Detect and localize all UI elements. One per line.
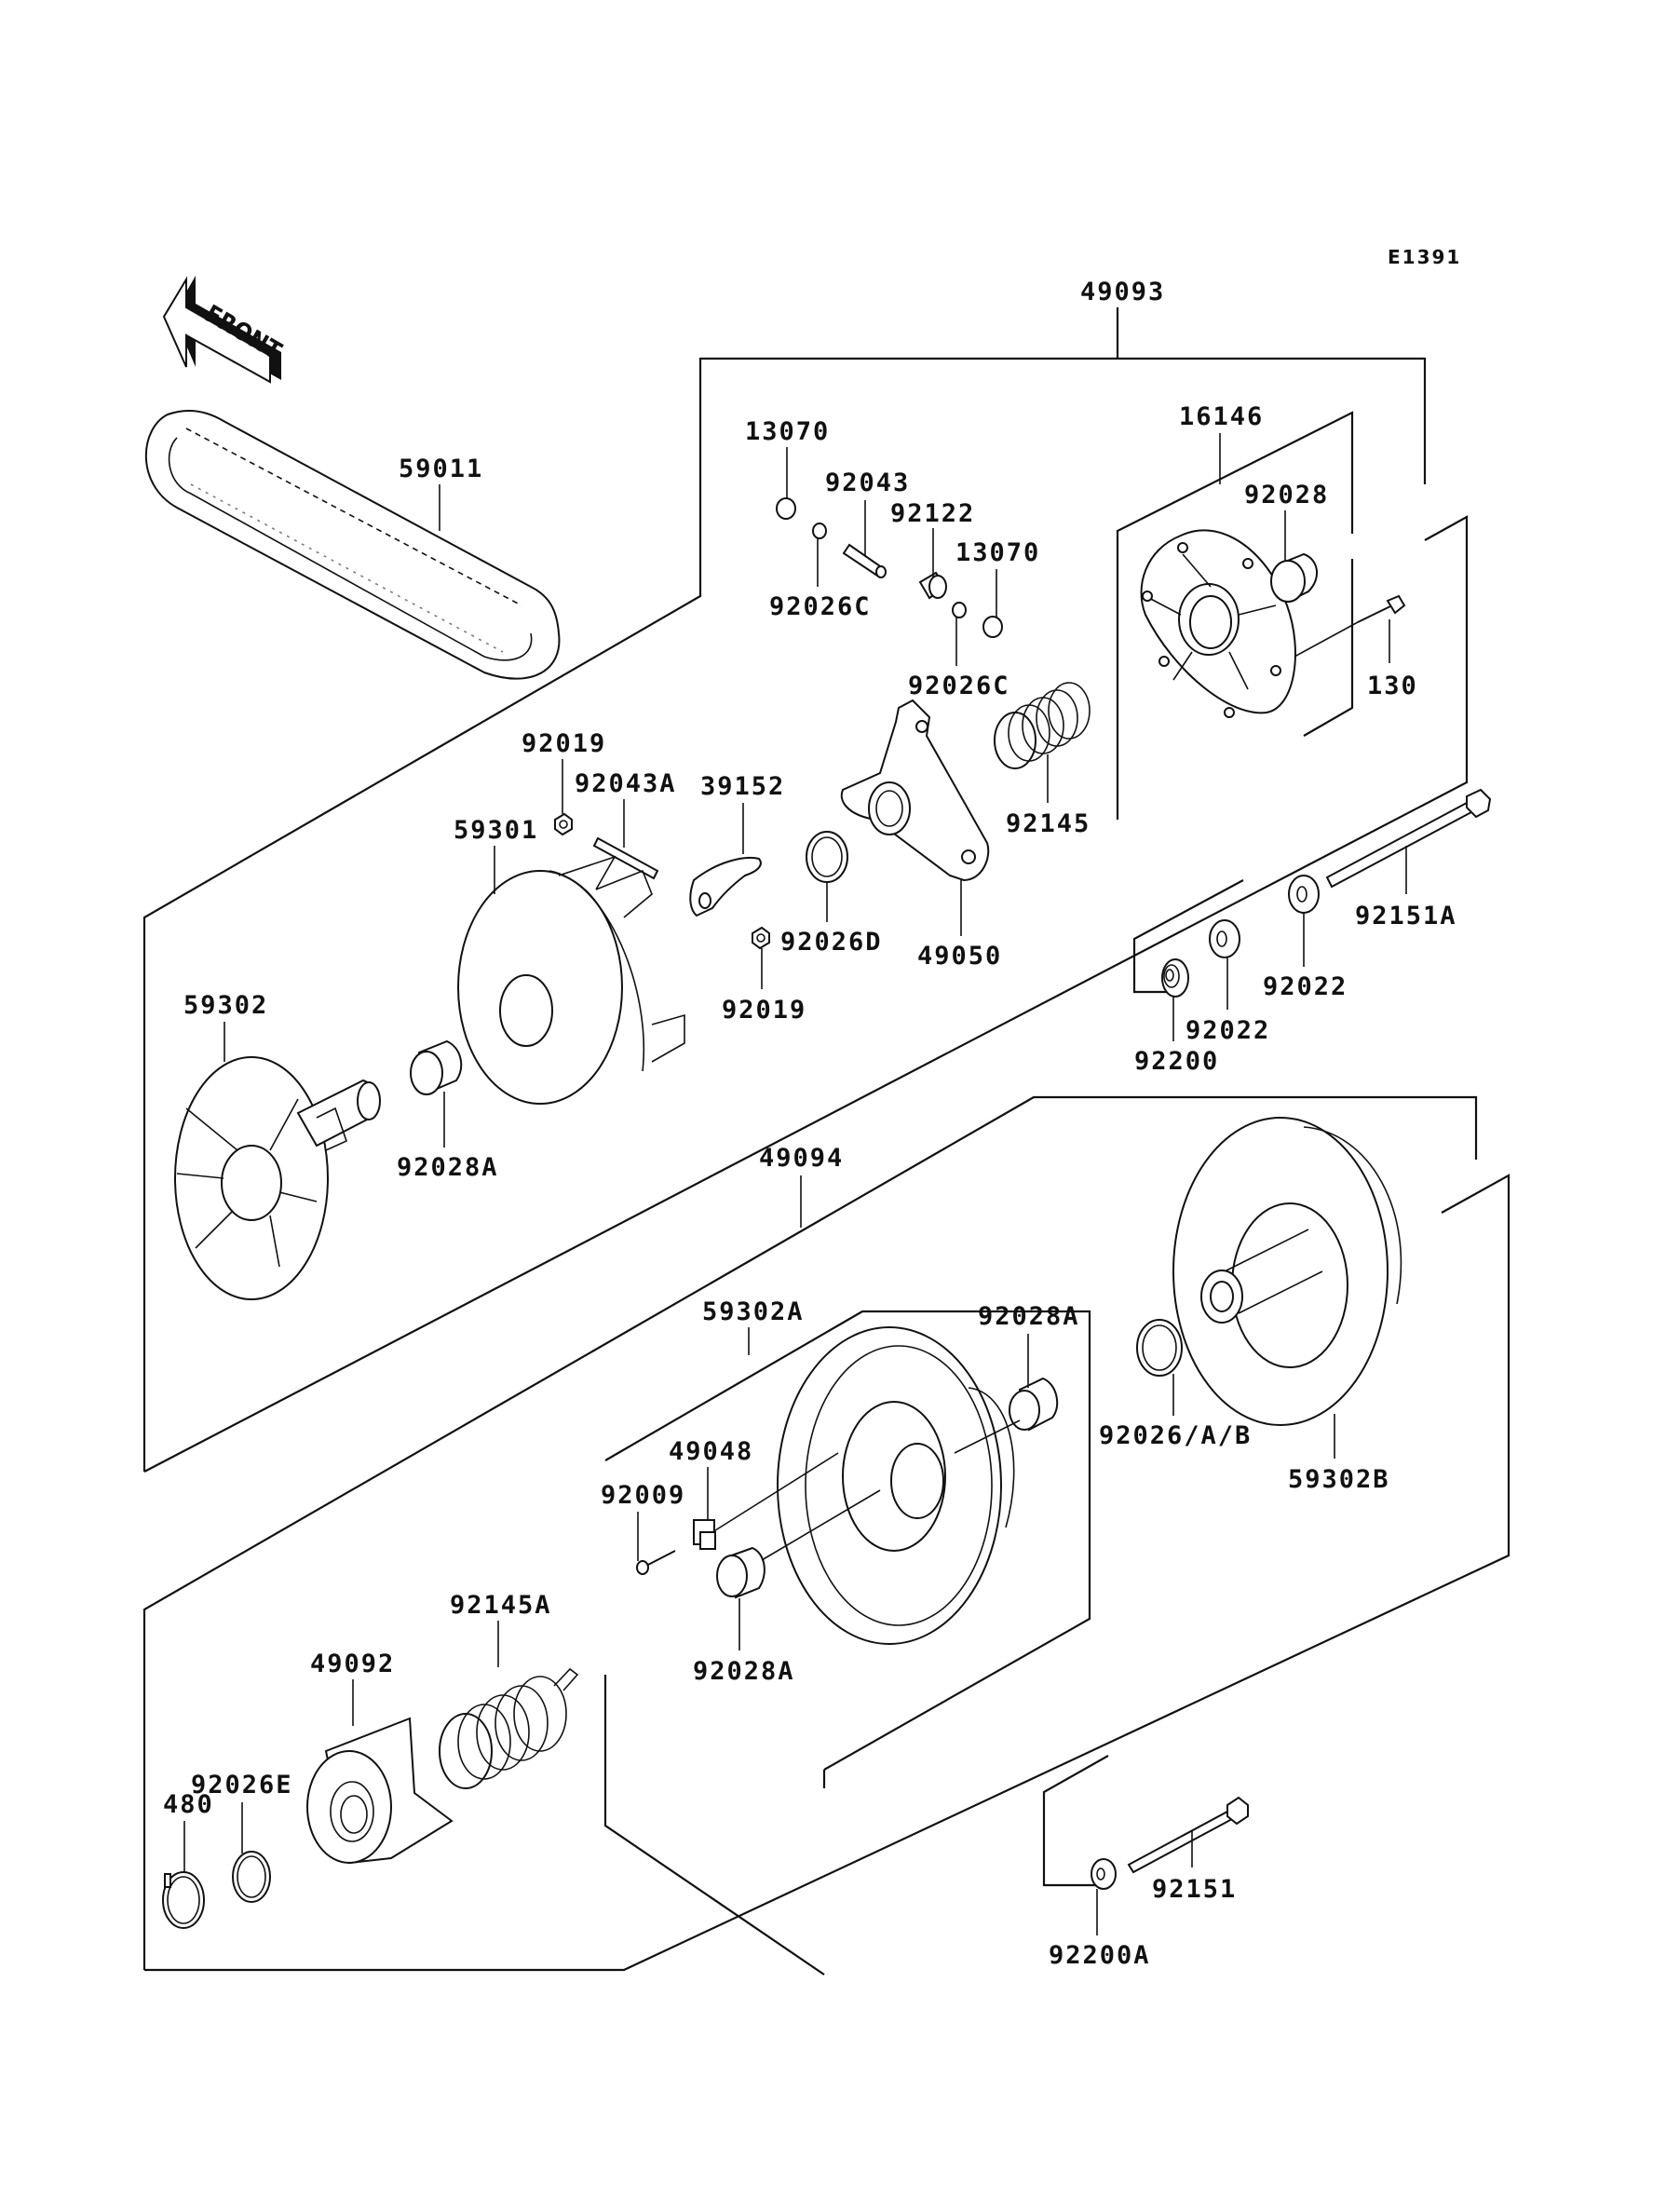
part-label-92026c-a[interactable]: 92026C xyxy=(769,592,872,621)
part-label-16146[interactable]: 16146 xyxy=(1179,402,1264,431)
bolt-130[interactable] xyxy=(1357,594,1406,623)
bolt-92151a[interactable] xyxy=(1325,788,1492,889)
part-label-92200a[interactable]: 92200A xyxy=(1049,1941,1151,1970)
part-label-92026ab[interactable]: 92026/A/B xyxy=(1099,1421,1252,1450)
part-label-92151[interactable]: 92151 xyxy=(1152,1875,1237,1904)
part-label-39152[interactable]: 39152 xyxy=(700,772,785,801)
part-label-92009[interactable]: 92009 xyxy=(601,1481,685,1510)
washer-92026d[interactable] xyxy=(806,831,848,883)
part-label-92022-b[interactable]: 92022 xyxy=(1185,1016,1270,1045)
part-label-92019-b[interactable]: 92019 xyxy=(722,996,806,1025)
assembly-label-49094[interactable]: 49094 xyxy=(759,1144,844,1173)
drive-belt-59011[interactable] xyxy=(144,410,561,680)
slider-49048[interactable] xyxy=(693,1519,716,1550)
assembly-label-49093[interactable]: 49093 xyxy=(1080,278,1165,306)
part-label-92028a-1[interactable]: 92028A xyxy=(397,1153,499,1182)
movable-sheave-59301[interactable] xyxy=(457,855,685,1105)
part-label-13070-a[interactable]: 13070 xyxy=(745,417,830,446)
assembly-frame-49093 xyxy=(142,307,1469,1473)
washer-92026e[interactable] xyxy=(232,1851,271,1903)
spring-92145a[interactable] xyxy=(439,1667,579,1789)
washer-92026c-a[interactable] xyxy=(812,523,827,539)
part-label-92145[interactable]: 92145 xyxy=(1006,809,1091,838)
part-label-92028a-3[interactable]: 92028A xyxy=(693,1657,795,1686)
weight-arm-39152[interactable] xyxy=(689,856,762,917)
bushing-92122[interactable] xyxy=(918,571,947,600)
movable-sheave-59302a[interactable] xyxy=(777,1326,1015,1645)
cover-16146[interactable] xyxy=(1140,529,1296,718)
weight-13070-a[interactable] xyxy=(776,497,796,520)
washer-92022-a[interactable] xyxy=(1288,875,1320,914)
subframe-16146 xyxy=(1116,411,1354,820)
part-label-13070-b[interactable]: 13070 xyxy=(955,538,1040,567)
part-label-92028a-2[interactable]: 92028A xyxy=(978,1302,1080,1331)
part-label-92151a[interactable]: 92151A xyxy=(1355,902,1457,930)
washer-92026ab[interactable] xyxy=(1136,1319,1183,1377)
part-label-49048[interactable]: 49048 xyxy=(669,1437,753,1466)
part-label-92043[interactable]: 92043 xyxy=(825,469,910,497)
part-label-59301[interactable]: 59301 xyxy=(454,816,538,845)
subframe-16146-lower xyxy=(1303,559,1354,737)
part-label-92043a[interactable]: 92043A xyxy=(575,769,677,798)
cam-49092[interactable] xyxy=(306,1717,454,1865)
part-label-92028[interactable]: 92028 xyxy=(1244,481,1329,509)
part-label-59011[interactable]: 59011 xyxy=(399,455,483,483)
washer-92200a[interactable] xyxy=(1091,1858,1117,1890)
fixed-sheave-59302b[interactable] xyxy=(1172,1117,1402,1426)
bearing-92028[interactable] xyxy=(1270,552,1318,603)
spider-49050[interactable] xyxy=(840,699,990,882)
pin-92043[interactable] xyxy=(842,543,887,578)
part-label-92200[interactable]: 92200 xyxy=(1134,1047,1219,1076)
part-label-92026d[interactable]: 92026D xyxy=(780,928,883,957)
part-label-92026e[interactable]: 92026E xyxy=(191,1771,293,1799)
washer-92200[interactable] xyxy=(1161,958,1189,998)
part-label-59302[interactable]: 59302 xyxy=(183,991,268,1020)
part-label-92022-a[interactable]: 92022 xyxy=(1263,972,1348,1001)
subframe-92151 xyxy=(1042,1755,1109,1887)
bolt-92151[interactable] xyxy=(1127,1796,1249,1874)
bushing-92028a-3[interactable] xyxy=(716,1546,765,1599)
front-arrow-icon: FRONT xyxy=(162,276,286,384)
pin-92043a[interactable] xyxy=(592,836,659,880)
part-label-59302a[interactable]: 59302A xyxy=(702,1297,805,1326)
part-label-59302b[interactable]: 59302B xyxy=(1288,1465,1390,1494)
assembly-frame-49094 xyxy=(142,1095,1511,1972)
subframe-92200 xyxy=(1132,879,1244,994)
part-label-130[interactable]: 130 xyxy=(1367,672,1418,700)
screw-92009[interactable] xyxy=(636,1550,676,1575)
nut-92019-b[interactable] xyxy=(752,926,770,950)
weight-13070-b[interactable] xyxy=(982,616,1003,638)
part-label-49092[interactable]: 49092 xyxy=(310,1650,395,1678)
bushing-92028a-1[interactable] xyxy=(410,1039,463,1095)
washer-92026c-b[interactable] xyxy=(952,602,967,618)
part-label-92019-a[interactable]: 92019 xyxy=(522,729,606,758)
part-label-92122[interactable]: 92122 xyxy=(890,499,975,528)
part-label-49050[interactable]: 49050 xyxy=(917,942,1002,971)
part-label-480[interactable]: 480 xyxy=(163,1790,214,1819)
washer-92022-b[interactable] xyxy=(1209,919,1240,958)
subframe-59302a xyxy=(603,1310,1091,1976)
part-label-92145a[interactable]: 92145A xyxy=(450,1591,552,1620)
fixed-sheave-59302[interactable] xyxy=(174,1056,381,1300)
circlip-480[interactable] xyxy=(162,1871,205,1929)
part-label-92026c-b[interactable]: 92026C xyxy=(908,672,1010,700)
nut-92019-a[interactable] xyxy=(554,812,573,836)
figure-code: E1391 xyxy=(1388,246,1461,268)
bushing-92028a-2[interactable] xyxy=(1009,1377,1059,1432)
spring-92145[interactable] xyxy=(994,682,1091,769)
